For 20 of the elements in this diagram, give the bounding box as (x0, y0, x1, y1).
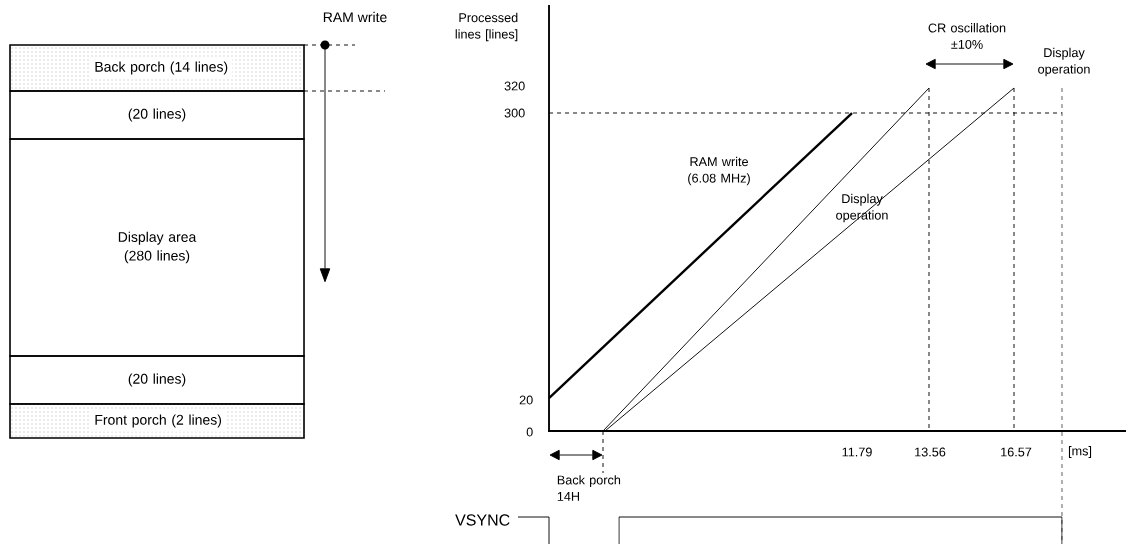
area-band: Display area (280 lines) (9, 138, 305, 357)
tick-label: 16.57 (1001, 447, 1032, 457)
area-band: (20 lines) (9, 355, 305, 405)
tick-label: 0 (526, 427, 533, 437)
curve-label: RAM write (6.08 MHz) (688, 156, 750, 186)
annotation-label: Back porch 14H (557, 475, 621, 501)
tick-label: 11.79 (842, 447, 872, 457)
annotation-label: CR oscillation ±10% (928, 23, 1006, 49)
tick-label: 20 (519, 395, 533, 405)
axis-label: RAM write (323, 11, 387, 23)
tick-label: 320 (504, 81, 525, 91)
axis-label: Processed lines [lines] (455, 12, 518, 42)
unit-label: [ms] (1068, 446, 1092, 458)
curve-label: Display operation (1038, 47, 1090, 77)
porch-band: Back porch (14 lines) (9, 44, 305, 92)
area-band: (20 lines) (9, 90, 305, 140)
signal-name: VSYNC (455, 514, 510, 526)
tick-label: 13.56 (915, 447, 946, 457)
tick-label: 300 (504, 108, 525, 118)
porch-band: Front porch (2 lines) (9, 403, 305, 439)
